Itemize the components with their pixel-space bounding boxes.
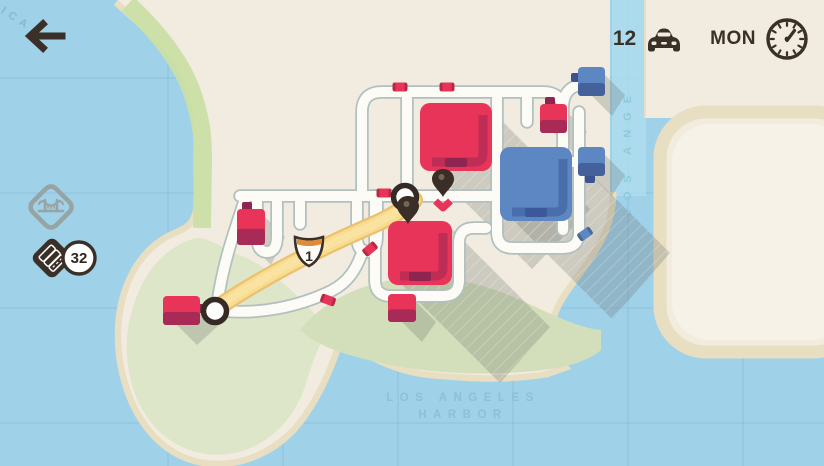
destination-building <box>420 103 492 171</box>
car-count: 12 <box>612 27 637 50</box>
left-arrow-icon <box>24 19 66 53</box>
road-tiles-count: 32 <box>71 250 88 267</box>
cars <box>319 82 594 307</box>
status-bar: 12 MON <box>613 16 810 62</box>
peninsula-green <box>126 237 330 455</box>
destination-building <box>500 147 572 221</box>
destination-building <box>388 221 452 285</box>
terminal-island-inner <box>672 124 824 340</box>
road-tiles-icon: 32 <box>32 238 97 278</box>
car <box>576 226 594 242</box>
car <box>392 82 408 92</box>
map-pins <box>397 169 454 224</box>
destination-pin <box>397 196 419 224</box>
motorway-number: 1 <box>305 248 313 264</box>
channel-label: LOS ANGE <box>622 87 634 216</box>
coastal-green-strip <box>121 0 213 229</box>
road-tiles-badge: 32 <box>22 227 102 289</box>
clock-icon <box>766 18 808 60</box>
bridge-tool-badge[interactable] <box>22 178 80 236</box>
back-button[interactable] <box>22 18 66 54</box>
houses <box>163 67 605 325</box>
car <box>439 82 455 92</box>
motorway-shield: 1 <box>293 235 325 268</box>
day-label: MON <box>710 28 756 49</box>
destination-buildings <box>388 103 572 285</box>
destination-pin <box>432 169 454 212</box>
car <box>376 188 392 198</box>
harbor-label-line1: LOS ANGELES <box>386 392 540 404</box>
house <box>540 97 567 133</box>
house <box>388 294 416 322</box>
road-end-circle <box>200 296 230 326</box>
car <box>361 241 379 257</box>
house <box>163 296 207 325</box>
suspension-bridge-icon <box>28 184 74 230</box>
river-channel <box>612 0 646 196</box>
car <box>319 293 337 307</box>
harbor-label-line2: HARBOR <box>418 409 507 421</box>
house <box>571 67 605 96</box>
house <box>237 202 265 245</box>
car-icon <box>648 28 681 52</box>
house <box>578 147 605 183</box>
